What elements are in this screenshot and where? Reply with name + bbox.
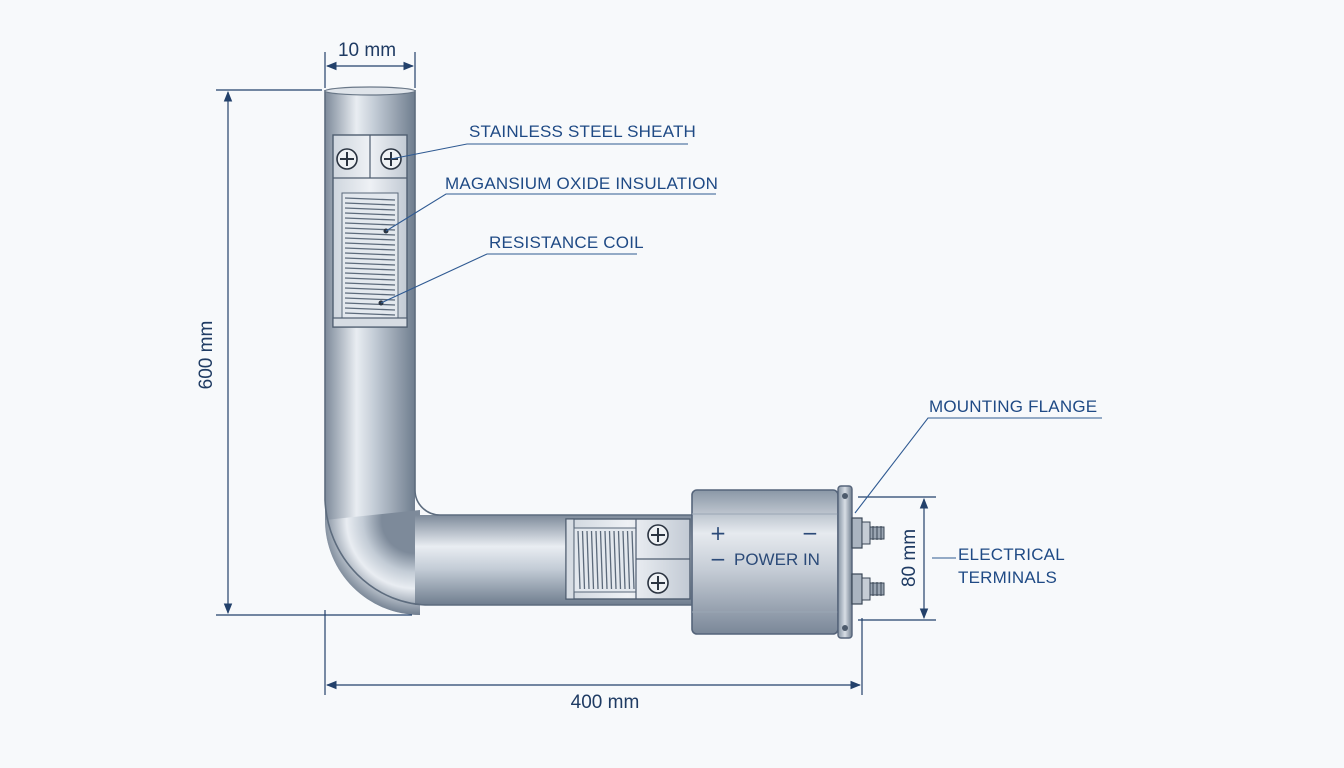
power-in-label: POWER IN (734, 550, 820, 569)
callout-insulation: MAGANSIUM OXIDE INSULATION (385, 174, 718, 232)
electrical-terminal-bottom (851, 573, 885, 605)
housing-minus-left-label: − (710, 547, 727, 571)
callout-sheath: STAINLESS STEEL SHEATH (390, 122, 696, 160)
dim-length-label: 400 mm (571, 692, 640, 713)
mounting-flange (837, 485, 853, 639)
callout-flange: MOUNTING FLANGE (854, 397, 1102, 514)
dimension-height: 600 mm (196, 89, 412, 616)
callout-terminals-line2: TERMINALS (958, 568, 1057, 587)
horizontal-coil (577, 530, 635, 590)
callout-terminals-line1: ELECTRICAL (958, 545, 1065, 564)
dim-terminal-spacing-label: 80 mm (899, 529, 920, 587)
housing-minus-top-label: − (802, 521, 819, 545)
dimension-length: 400 mm (324, 610, 863, 713)
callout-terminals: ELECTRICAL TERMINALS (932, 545, 1065, 587)
vertical-terminal-left-icon (336, 148, 358, 170)
callout-coil-label: RESISTANCE COIL (489, 233, 644, 252)
vertical-coil (344, 197, 396, 316)
dimension-terminal-spacing: 80 mm (858, 496, 936, 621)
callout-coil: RESISTANCE COIL (380, 233, 644, 304)
dimension-top-width: 10 mm (324, 40, 416, 88)
dim-height-label: 600 mm (196, 321, 217, 390)
power-housing: + − − POWER IN (691, 489, 839, 635)
callout-flange-label: MOUNTING FLANGE (929, 397, 1097, 416)
callout-insulation-label: MAGANSIUM OXIDE INSULATION (445, 174, 718, 193)
horizontal-terminal-bottom-icon (647, 572, 669, 594)
pipe-top-end (324, 86, 416, 96)
callout-sheath-label: STAINLESS STEEL SHEATH (469, 122, 696, 141)
horizontal-terminal-top-icon (647, 524, 669, 546)
dim-top-width-label: 10 mm (338, 40, 396, 61)
housing-plus-label: + (710, 521, 727, 545)
horizontal-cutaway (565, 518, 691, 600)
vertical-cutaway (332, 134, 408, 328)
electrical-terminal-top (851, 517, 885, 549)
